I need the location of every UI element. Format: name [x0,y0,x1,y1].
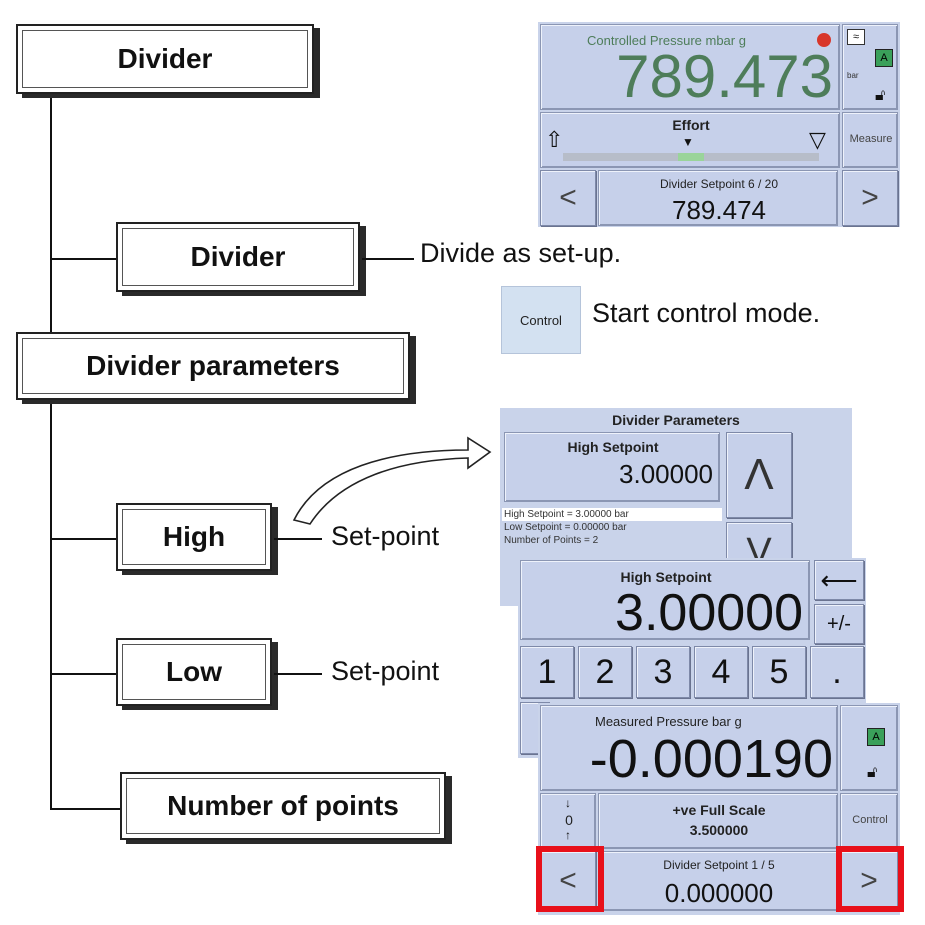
divider-note: Divide as set-up. [420,238,622,268]
effort-label: Effort [672,117,710,133]
key-2[interactable]: 2 [578,646,632,698]
measured-header: Measured Pressure bar g [595,714,742,729]
key-3[interactable]: 3 [636,646,690,698]
control-button-label: Control [520,312,562,328]
controlled-value: 789.473 [616,43,833,110]
divider-parameters-label: Divider parameters [86,350,340,381]
tree-trunk-upper [50,92,52,332]
low-label: Low [166,656,222,687]
measured-side-panel: A 🔓︎ [840,705,898,791]
full-scale-label: +ve Full Scale [672,802,766,818]
backspace-button[interactable]: ⟵ [814,560,864,600]
next-highlight [836,846,904,912]
control-button[interactable]: Control [501,286,581,354]
wave-icon: ≈ [847,29,865,45]
number-of-points-box: Number of points [120,772,446,840]
zero-label: 0 [565,812,573,828]
low-note: Set-point [331,656,440,686]
full-scale-panel: +ve Full Scale 3.500000 [598,793,838,849]
sign-button[interactable]: +/- [814,604,864,644]
up-arrow-icon: ⇧ [545,127,564,152]
branch-points [50,808,122,810]
status-badge: A [875,49,893,67]
lock-icon: 🔓︎ [875,87,886,104]
keypad-title: High Setpoint [620,569,712,585]
high-setpoint-field-value: 3.00000 [619,459,713,489]
effort-panel: Effort ⇧ ▽ ▼ [540,112,840,168]
key-4[interactable]: 4 [694,646,748,698]
effort-marker-icon: ▼ [682,135,694,149]
branch-high [50,538,118,540]
divider-root-label: Divider [117,43,213,74]
curved-arrow-icon [292,436,492,525]
high-box: High [116,503,272,571]
low-note-line [274,673,322,675]
measured-value: -0.000190 [589,729,833,789]
high-setpoint-field[interactable]: High Setpoint 3.00000 [504,432,720,502]
measured-readout: Measured Pressure bar g -0.000190 [540,705,838,791]
zero-up-arrow-icon: ↑ [565,828,571,842]
summary-line-low: Low Setpoint = 0.00000 bar [504,522,627,533]
tree-trunk-lower [50,398,52,810]
divider-label: Divider [190,241,286,272]
controlled-side-panel: ≈ A bar 🔓︎ [842,24,898,110]
prev-highlight [536,846,604,912]
high-note-line [274,538,322,540]
parameters-title: Divider Parameters [612,412,740,428]
measured-control-button[interactable]: Control [840,793,898,849]
high-note: Set-point [331,521,440,551]
number-of-points-label: Number of points [167,790,399,821]
controlled-header: Controlled Pressure mbar g [587,33,746,48]
keypad-display: High Setpoint 3.00000 [520,560,810,642]
summary-line-points: Number of Points = 2 [504,535,599,546]
measured-status-badge: A [867,728,885,746]
divider-parameters-box: Divider parameters [16,332,410,400]
measure-button[interactable]: Measure [842,112,898,168]
measured-setpoint-panel: Divider Setpoint 1 / 5 0.000000 [598,851,838,911]
setpoint-label: Divider Setpoint 6 / 20 [659,177,779,191]
controlled-readout: Controlled Pressure mbar g 789.473 [540,24,840,110]
measured-control-label: Control [852,814,888,826]
branch-low [50,673,118,675]
key-decimal[interactable]: . [810,646,864,698]
prev-setpoint-button[interactable]: < [540,170,596,226]
measured-setpoint-value: 0.000000 [664,878,774,908]
setpoint-value: 789.474 [672,195,766,225]
up-button[interactable]: Λ [726,432,792,518]
measured-lock-icon: 🔓︎ [867,764,878,781]
divider-note-line [362,258,414,260]
divider-box: Divider [116,222,360,292]
measured-next-button[interactable]: > [840,851,898,911]
effort-bar [563,153,819,161]
zero-down-arrow-icon: ↓ [565,796,571,810]
full-scale-value: 3.500000 [689,822,749,838]
high-setpoint-field-label: High Setpoint [567,439,659,455]
summary-line-high: High Setpoint = 3.00000 bar [502,508,722,521]
next-setpoint-button[interactable]: > [842,170,898,226]
measured-setpoint-label: Divider Setpoint 1 / 5 [663,858,775,872]
controlled-screen: Controlled Pressure mbar g 789.473 ≈ A b… [538,22,900,227]
alarm-icon [817,33,831,47]
parameters-summary: High Setpoint = 3.00000 bar Low Setpoint… [502,508,722,547]
branch-divider [50,258,118,260]
key-5[interactable]: 5 [752,646,806,698]
divider-root-box: Divider [16,24,314,94]
unit-icon: bar [847,71,859,80]
effort-bar-fill [678,153,704,161]
key-1[interactable]: 1 [520,646,574,698]
zero-button[interactable]: ↓ 0 ↑ [540,793,596,849]
setpoint-panel: Divider Setpoint 6 / 20 789.474 [598,170,838,226]
down-triangle-icon: ▽ [809,127,826,152]
low-box: Low [116,638,272,706]
keypad-value: 3.00000 [615,584,803,642]
measure-button-label: Measure [849,133,893,145]
backspace-icon: ⟵ [820,564,858,595]
high-label: High [162,521,226,552]
control-note: Start control mode. [592,298,821,328]
